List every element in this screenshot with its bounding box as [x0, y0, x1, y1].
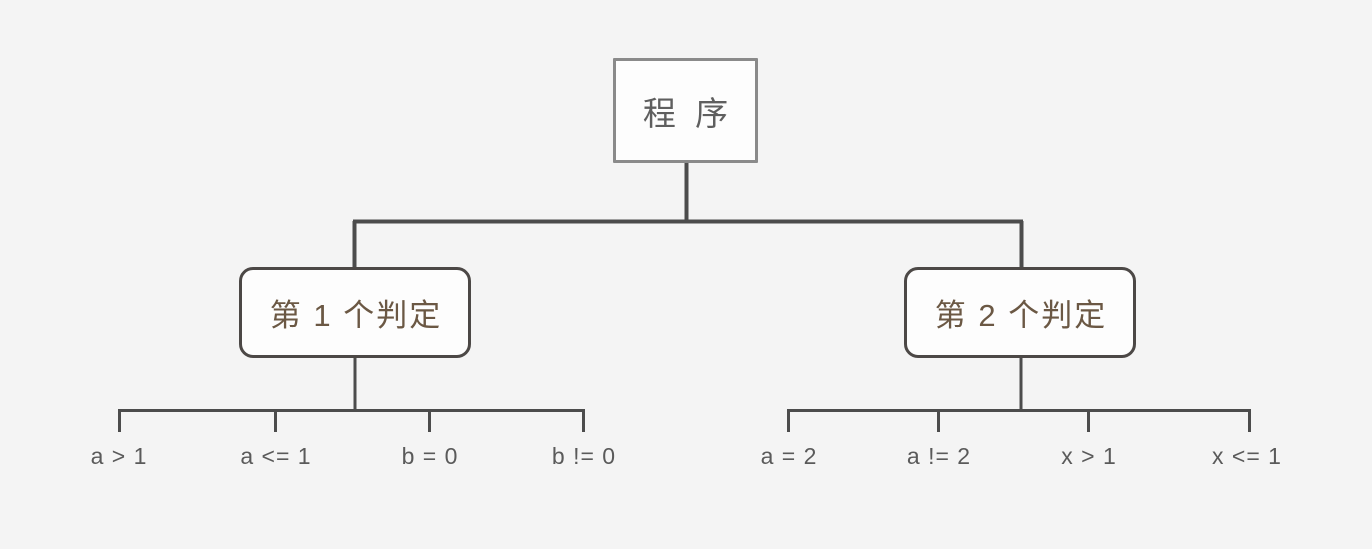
leaf-label-a-eq-2: a = 2	[760, 443, 818, 469]
node-program-root[interactable]: 程 序	[613, 58, 758, 163]
leaf-label-a-gt-1: a > 1	[90, 443, 148, 469]
node-decision-2[interactable]: 第 2 个判定	[904, 267, 1136, 358]
leaf-label-a-ne-2: a != 2	[906, 443, 972, 469]
leaf-label-b-ne-0: b != 0	[551, 443, 617, 469]
leaf-label-a-le-1: a <= 1	[240, 443, 312, 469]
leaf-label-b-eq-0: b = 0	[401, 443, 459, 469]
node-decision-1[interactable]: 第 1 个判定	[239, 267, 471, 358]
leaf-label-x-gt-1: x > 1	[1061, 443, 1117, 469]
leaf-label-x-le-1: x <= 1	[1212, 443, 1282, 469]
